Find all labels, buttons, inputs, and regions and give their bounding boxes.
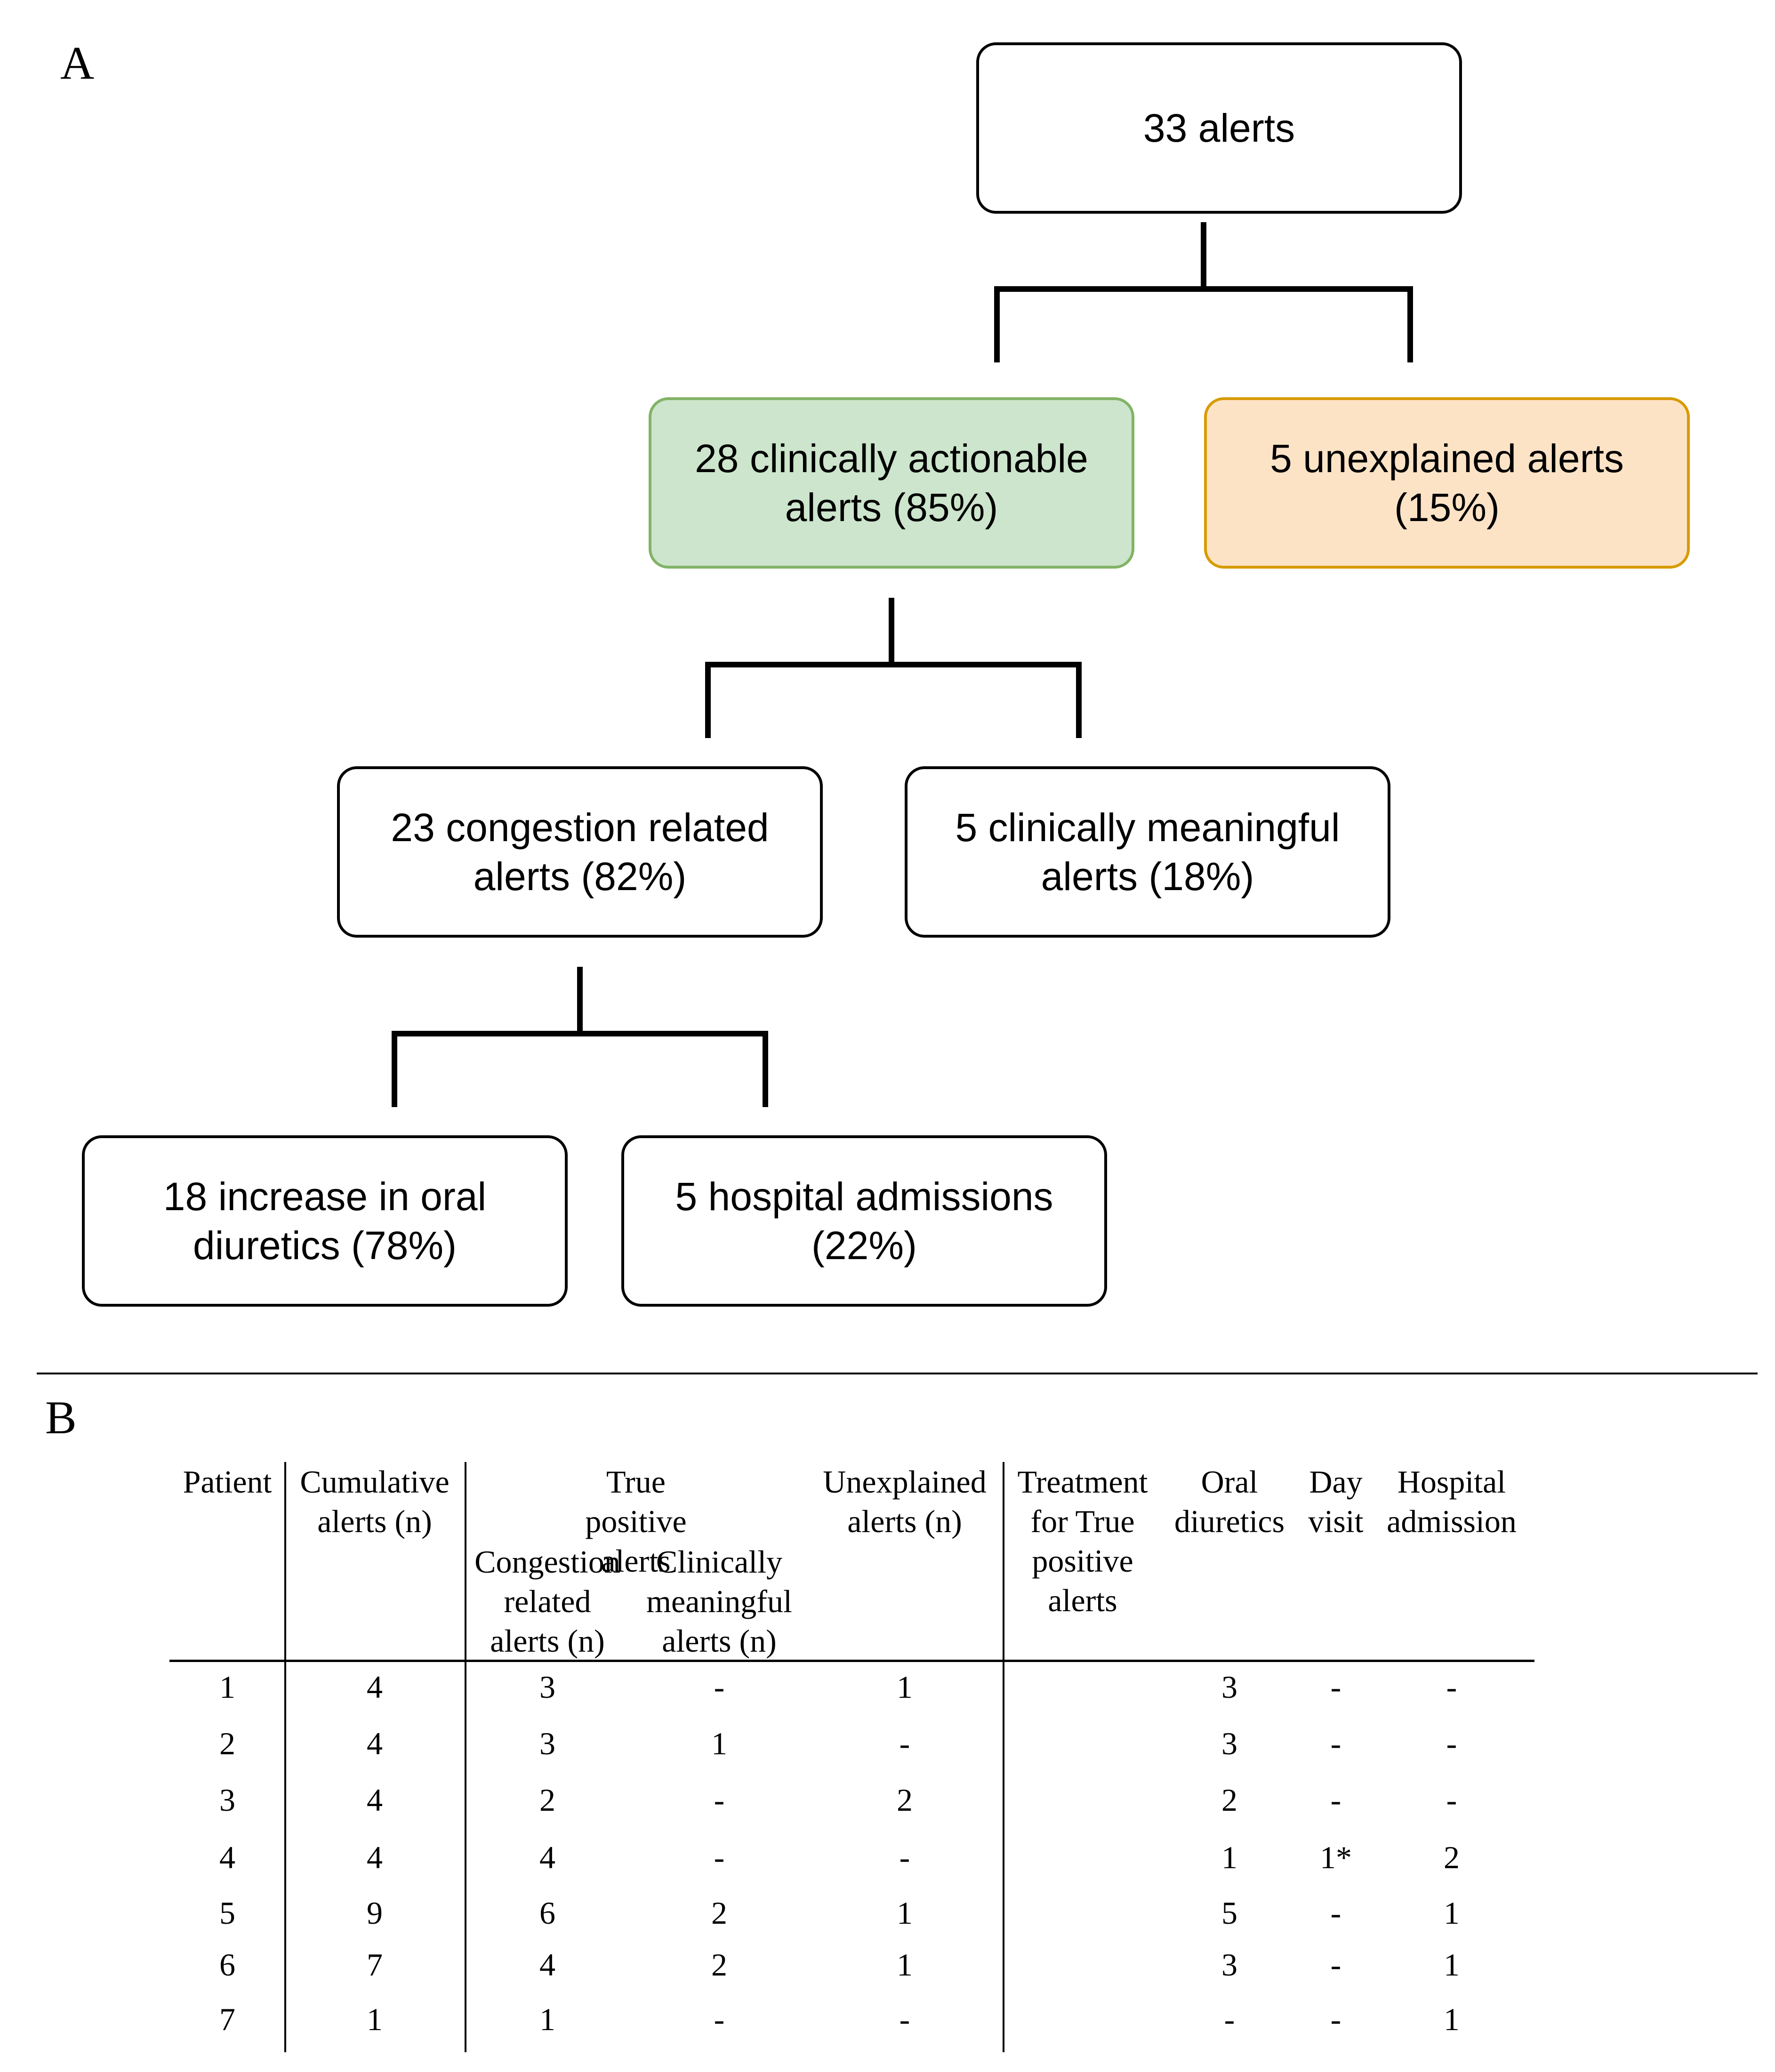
cell-oral: - (1224, 2001, 1235, 2037)
connector-congestion-stem (577, 967, 583, 1036)
cell-congestion: 4 (539, 1947, 555, 1983)
cell-unexplained: 2 (897, 1782, 913, 1818)
cell-congestion: 1 (539, 2001, 555, 2037)
cell-patient: 1 (219, 1669, 235, 1705)
panel-divider (37, 1373, 1758, 1374)
cell-day-visit: - (1330, 2001, 1341, 2037)
cell-meaningful: 2 (711, 1895, 727, 1931)
cell-day-visit: - (1330, 1947, 1341, 1983)
cell-unexplained: 1 (897, 1669, 913, 1705)
header-patient: Patient (183, 1464, 272, 1500)
table-vline-1 (284, 1462, 286, 2052)
cell-cumulative: 4 (367, 1782, 383, 1818)
cell-cumulative: 7 (367, 1947, 383, 1983)
node-actionable-label: 28 clinically actionable alerts (85%) (695, 436, 1088, 530)
cell-oral: 3 (1221, 1947, 1237, 1983)
header-true-positive: True positive alerts (585, 1464, 687, 1579)
cell-patient: 7 (219, 2001, 235, 2037)
connector-root-stem (1201, 222, 1206, 292)
cell-cumulative: 4 (367, 1726, 383, 1761)
table-vline-2 (465, 1462, 466, 2052)
cell-meaningful: - (714, 1839, 725, 1875)
cell-hospital: - (1446, 1726, 1457, 1761)
cell-patient: 4 (219, 1839, 235, 1875)
cell-oral: 3 (1221, 1669, 1237, 1705)
cell-patient: 2 (219, 1726, 235, 1761)
cell-meaningful: 1 (711, 1726, 727, 1761)
header-hospital: Hospital admission (1387, 1464, 1517, 1539)
connector-congestion-bar (392, 1031, 768, 1036)
header-unexplained: Unexplained alerts (n) (823, 1464, 987, 1539)
connector-actionable-left (705, 662, 711, 738)
cell-hospital: 1 (1444, 1947, 1460, 1983)
node-congestion-label: 23 congestion related alerts (82%) (391, 805, 769, 899)
cell-meaningful: - (714, 2001, 725, 2037)
node-hospital-admissions: 5 hospital admissions (22%) (621, 1135, 1107, 1307)
node-actionable-alerts: 28 clinically actionable alerts (85%) (649, 397, 1134, 569)
node-meaningful-label: 5 clinically meaningful alerts (18%) (955, 805, 1340, 899)
node-total-alerts: 33 alerts (976, 42, 1462, 214)
cell-cumulative: 4 (367, 1839, 383, 1875)
node-congestion-alerts: 23 congestion related alerts (82%) (337, 766, 823, 938)
cell-congestion: 3 (539, 1726, 555, 1761)
cell-oral: 5 (1221, 1895, 1237, 1931)
cell-meaningful: - (714, 1669, 725, 1705)
cell-patient: 6 (219, 1947, 235, 1983)
cell-congestion: 2 (539, 1782, 555, 1818)
cell-cumulative: 1 (367, 2001, 383, 2037)
header-oral: Oral diuretics (1174, 1464, 1285, 1539)
table-header-rule (169, 1660, 1534, 1662)
cell-cumulative: 9 (367, 1895, 383, 1931)
node-meaningful-alerts: 5 clinically meaningful alerts (18%) (905, 766, 1390, 938)
cell-hospital: - (1446, 1669, 1457, 1705)
cell-hospital: 1 (1444, 1895, 1460, 1931)
cell-congestion: 4 (539, 1839, 555, 1875)
cell-oral: 3 (1221, 1726, 1237, 1761)
connector-actionable-bar (705, 662, 1082, 667)
cell-congestion: 6 (539, 1895, 555, 1931)
cell-oral: 1 (1221, 1839, 1237, 1875)
header-congestion: Congestion related alerts (n) (474, 1544, 620, 1659)
header-treatment: Treatment for True positive alerts (1017, 1464, 1148, 1618)
panel-a-label: A (60, 37, 95, 89)
connector-actionable-right (1076, 662, 1082, 738)
node-unexplained-alerts: 5 unexplained alerts (15%) (1204, 397, 1690, 569)
cell-oral: 2 (1221, 1782, 1237, 1818)
connector-root-bar (994, 286, 1413, 292)
connector-actionable-stem (889, 598, 894, 667)
connector-congestion-right (763, 1031, 768, 1107)
cell-unexplained: 1 (897, 1895, 913, 1931)
cell-day-visit: - (1330, 1669, 1341, 1705)
node-total-alerts-label: 33 alerts (1143, 106, 1295, 150)
cell-congestion: 3 (539, 1669, 555, 1705)
cell-unexplained: - (899, 1839, 910, 1875)
node-hospital-label: 5 hospital admissions (22%) (675, 1174, 1053, 1268)
panel-b-label: B (45, 1391, 77, 1444)
node-oral-label: 18 increase in oral diuretics (78%) (163, 1174, 487, 1268)
cell-hospital: - (1446, 1782, 1457, 1818)
cell-day-visit: - (1330, 1726, 1341, 1761)
cell-day-visit: - (1330, 1895, 1341, 1931)
cell-hospital: 1 (1444, 2001, 1460, 2037)
header-day-visit: Day visit (1308, 1464, 1364, 1539)
cell-patient: 3 (219, 1782, 235, 1818)
cell-cumulative: 4 (367, 1669, 383, 1705)
node-oral-diuretics: 18 increase in oral diuretics (78%) (82, 1135, 568, 1307)
node-unexplained-label: 5 unexplained alerts (15%) (1270, 436, 1624, 530)
cell-meaningful: 2 (711, 1947, 727, 1983)
cell-meaningful: - (714, 1782, 725, 1818)
cell-day-visit: 1* (1320, 1839, 1352, 1875)
cell-hospital: 2 (1444, 1839, 1460, 1875)
cell-patient: 5 (219, 1895, 235, 1931)
cell-unexplained: 1 (897, 1947, 913, 1983)
cell-unexplained: - (899, 1726, 910, 1761)
connector-root-right (1407, 286, 1413, 362)
table-vline-3 (1003, 1462, 1004, 2052)
connector-root-left (994, 286, 1000, 362)
cell-unexplained: - (899, 2001, 910, 2037)
header-cumulative: Cumulative alerts (n) (300, 1464, 450, 1539)
connector-congestion-left (392, 1031, 397, 1107)
cell-day-visit: - (1330, 1782, 1341, 1818)
header-meaningful: Clinically meaningful alerts (n) (646, 1544, 792, 1659)
